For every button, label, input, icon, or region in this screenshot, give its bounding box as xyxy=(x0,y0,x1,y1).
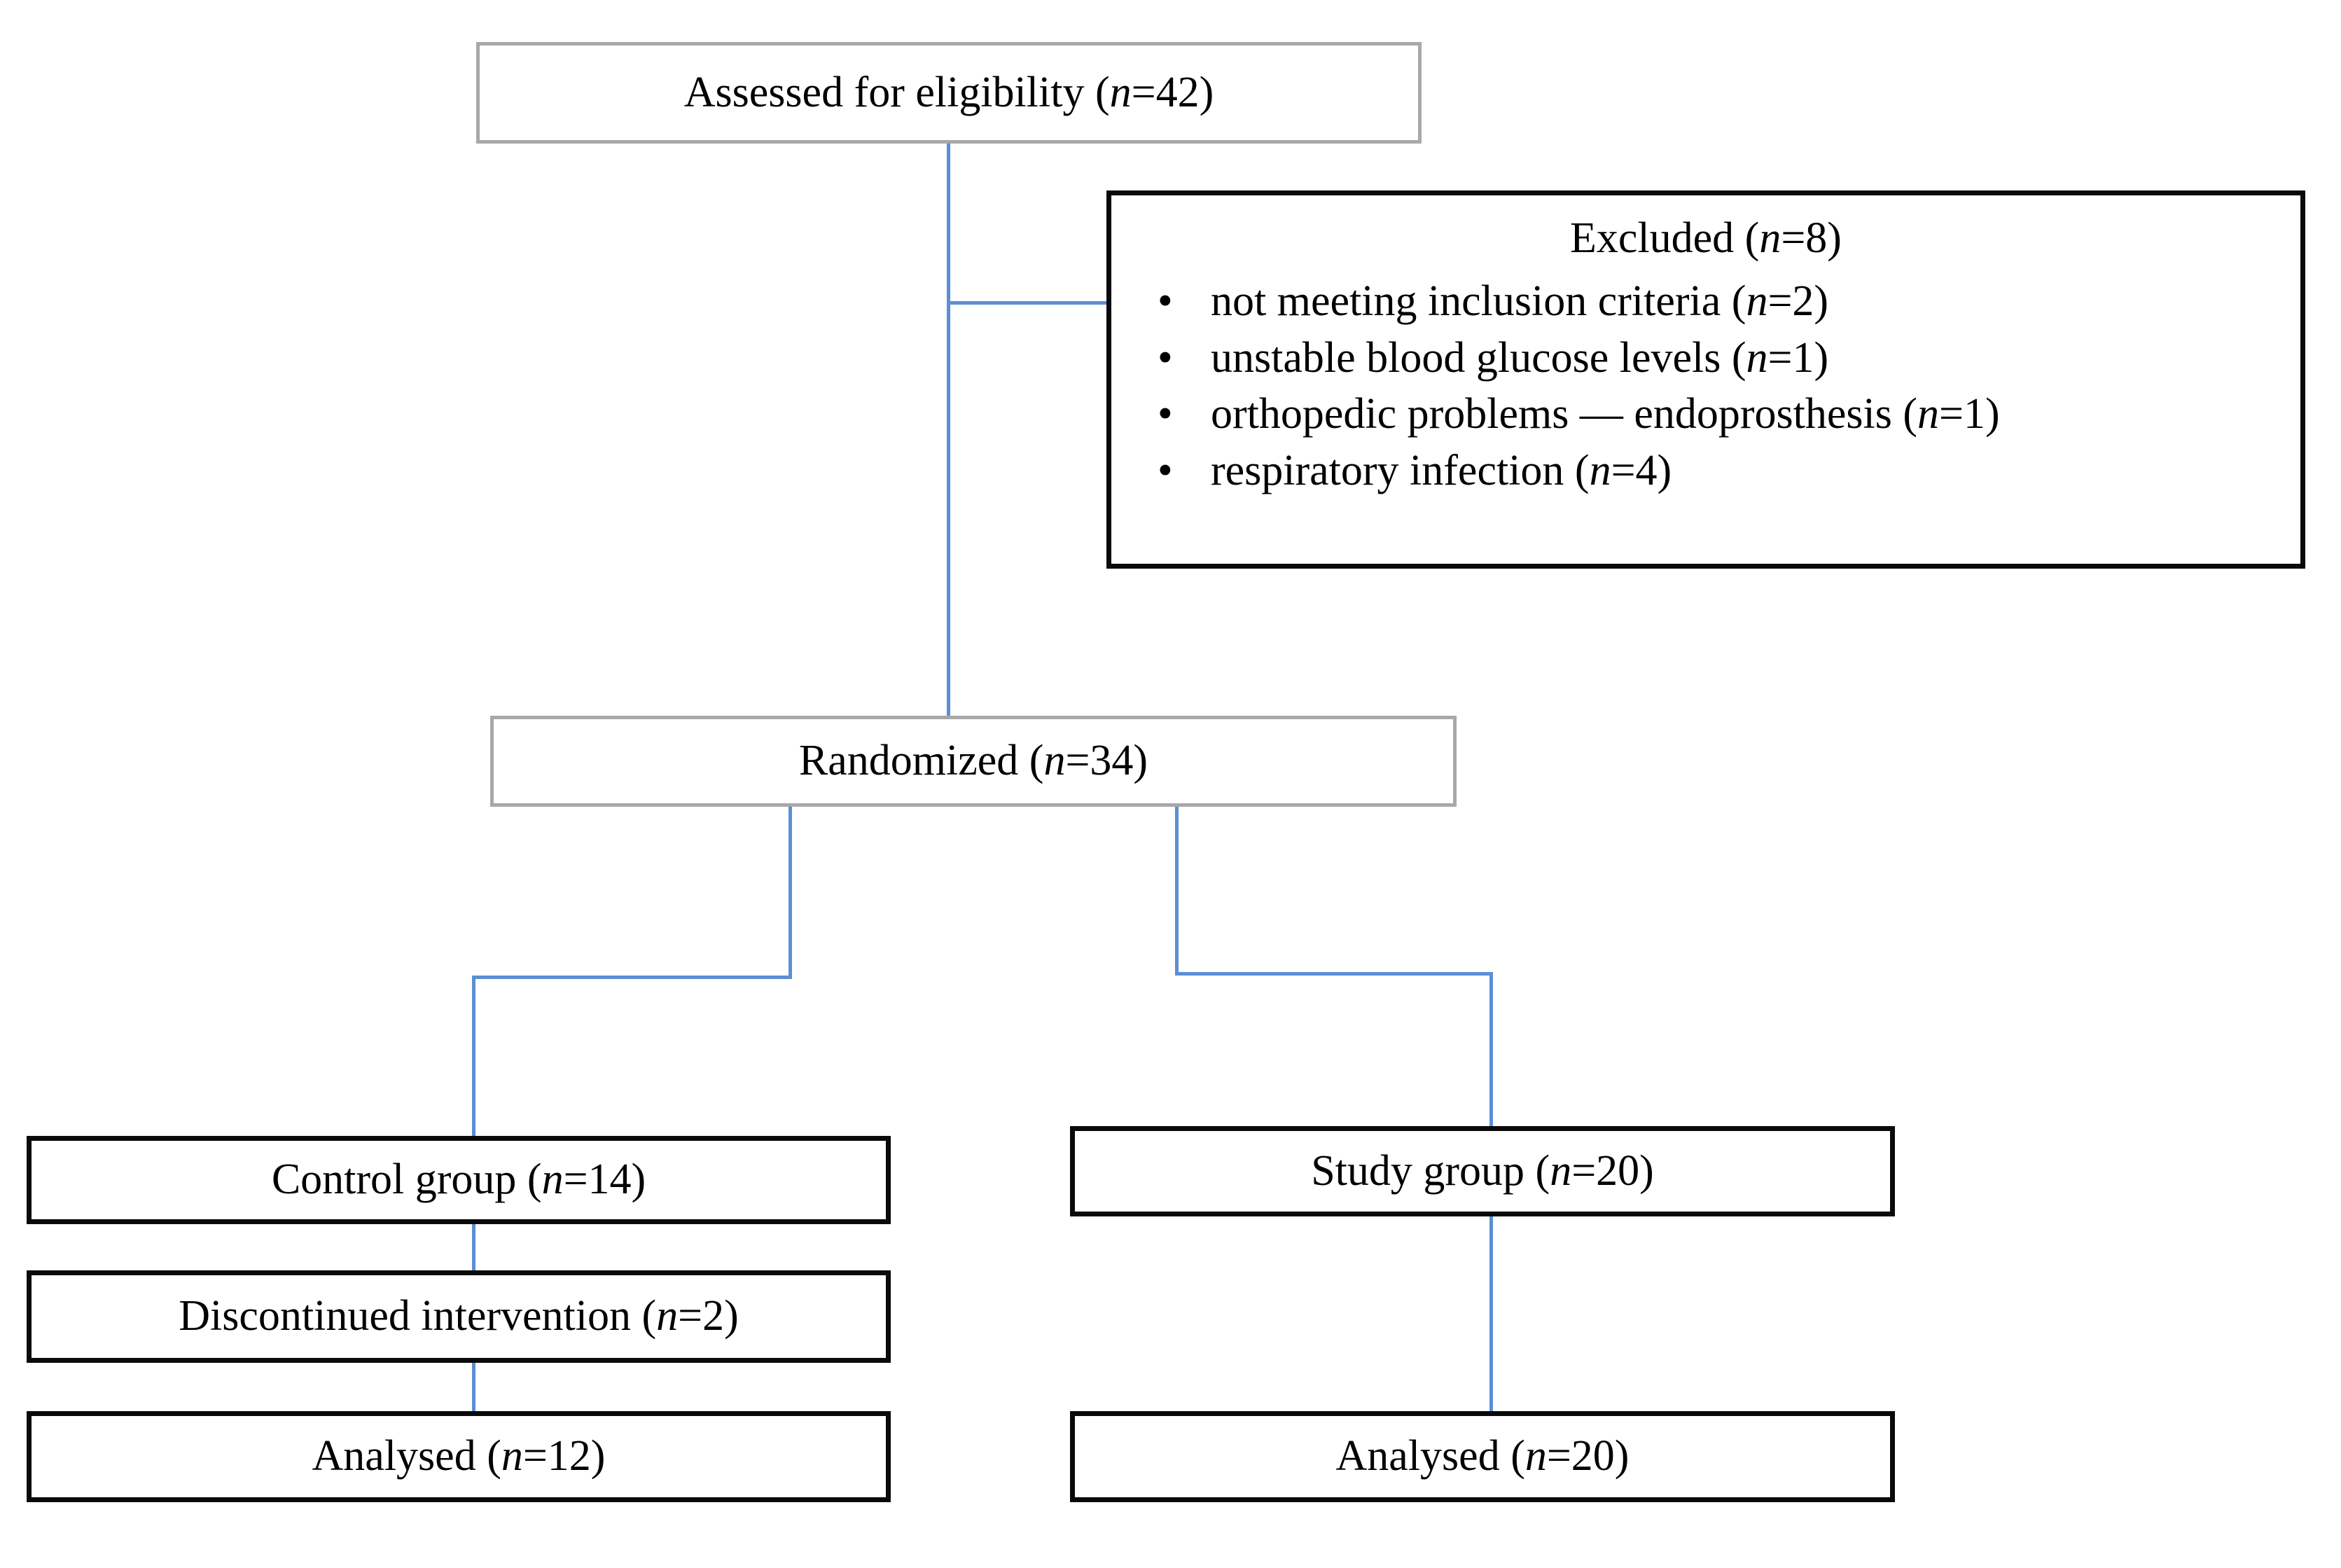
node-assessed-label: Assessed for eligibility (n=42) xyxy=(684,68,1214,118)
excluded-item-1-prefix: unstable blood glucose levels ( xyxy=(1211,333,1746,382)
node-randomized-label: Randomized (n=34) xyxy=(799,736,1148,786)
study-group-n-symbol: n xyxy=(1550,1146,1572,1195)
study-group-text-prefix: Study group ( xyxy=(1311,1146,1550,1195)
excluded-title-prefix: Excluded ( xyxy=(1570,214,1760,262)
node-analysed-study: Analysed (n=20) xyxy=(1070,1411,1895,1502)
randomized-n-value: =34) xyxy=(1065,737,1148,785)
analysed-control-n-symbol: n xyxy=(501,1432,523,1480)
bullet-icon: • xyxy=(1158,333,1173,382)
study-group-n-value: =20) xyxy=(1571,1146,1654,1195)
excluded-reason-list: •not meeting inclusion criteria (n=2) •u… xyxy=(1135,273,2277,499)
control-group-text-prefix: Control group ( xyxy=(271,1156,542,1204)
discontinued-n-value: =2) xyxy=(678,1292,739,1340)
connector-right-branch-to-study-group xyxy=(1489,972,1493,1130)
randomized-text-prefix: Randomized ( xyxy=(798,737,1044,785)
connector-randomized-left-down xyxy=(789,805,792,979)
excluded-list-item: • orthopedic problems — endoprosthesis (n… xyxy=(1152,386,2277,443)
connector-study-to-analysed-study xyxy=(1489,1215,1493,1413)
node-control-group: Control group (n=14) xyxy=(27,1136,891,1224)
control-group-n-value: =14) xyxy=(563,1156,646,1204)
excluded-list-item: • respiratory infection (n=4) xyxy=(1152,443,2277,499)
connector-randomized-left-across xyxy=(472,976,792,979)
assessed-n-symbol: n xyxy=(1109,68,1132,116)
analysed-study-text-prefix: Analysed ( xyxy=(1335,1432,1525,1480)
connector-control-to-discontinued xyxy=(472,1222,475,1271)
analysed-control-n-value: =12) xyxy=(522,1432,606,1480)
excluded-item-3-prefix: respiratory infection ( xyxy=(1211,446,1590,494)
excluded-item-1-suffix: =1) xyxy=(1767,333,1829,382)
excluded-title-n-symbol: n xyxy=(1759,214,1781,262)
excluded-item-0-n-symbol: n xyxy=(1746,277,1768,325)
node-analysed-study-label: Analysed (n=20) xyxy=(1336,1431,1630,1481)
assessed-text-prefix: Assessed for eligibility ( xyxy=(683,68,1110,116)
connector-randomized-right-across xyxy=(1175,972,1493,976)
node-assessed-for-eligibility: Assessed for eligibility (n=42) xyxy=(476,42,1422,144)
connector-assessed-to-excluded xyxy=(947,301,1109,305)
excluded-item-0-suffix: =2) xyxy=(1767,277,1829,325)
analysed-control-text-prefix: Analysed ( xyxy=(312,1432,501,1480)
excluded-item-1-n-symbol: n xyxy=(1746,333,1768,382)
bullet-icon: • xyxy=(1158,277,1173,325)
node-randomized: Randomized (n=34) xyxy=(490,716,1457,807)
node-control-group-label: Control group (n=14) xyxy=(272,1155,646,1205)
node-discontinued-intervention: Discontinued intervention (n=2) xyxy=(27,1270,891,1363)
excluded-list-item: • not meeting inclusion criteria (n=2) xyxy=(1152,273,2277,330)
analysed-study-n-value: =20) xyxy=(1546,1432,1630,1480)
node-analysed-control: Analysed (n=12) xyxy=(27,1411,891,1502)
node-analysed-control-label: Analysed (n=12) xyxy=(312,1431,606,1481)
node-study-group-label: Study group (n=20) xyxy=(1311,1146,1654,1196)
node-excluded: Excluded (n=8) •not meeting inclusion cr… xyxy=(1106,190,2305,569)
discontinued-text-prefix: Discontinued intervention ( xyxy=(179,1292,657,1340)
connector-assessed-to-randomized xyxy=(947,143,950,719)
excluded-item-2-prefix: orthopedic problems — endoprosthesis ( xyxy=(1211,390,1918,438)
excluded-title-suffix: =8) xyxy=(1781,214,1842,262)
excluded-item-2-suffix: =1) xyxy=(1939,390,2000,438)
excluded-item-0-prefix: not meeting inclusion criteria ( xyxy=(1211,277,1746,325)
node-study-group: Study group (n=20) xyxy=(1070,1126,1895,1216)
discontinued-n-symbol: n xyxy=(656,1292,679,1340)
node-discontinued-label: Discontinued intervention (n=2) xyxy=(179,1291,738,1341)
excluded-item-3-suffix: =4) xyxy=(1611,446,1672,494)
assessed-n-value: =42) xyxy=(1131,68,1214,116)
excluded-item-2-n-symbol: n xyxy=(1917,390,1940,438)
bullet-icon: • xyxy=(1158,446,1173,494)
excluded-list-item: • unstable blood glucose levels (n=1) xyxy=(1152,330,2277,387)
randomized-n-symbol: n xyxy=(1043,737,1066,785)
connector-left-branch-to-control-group xyxy=(472,976,475,1141)
analysed-study-n-symbol: n xyxy=(1524,1432,1547,1480)
connector-randomized-right-down xyxy=(1175,805,1179,976)
connector-discontinued-to-analysed-control xyxy=(472,1362,475,1411)
excluded-title: Excluded (n=8) xyxy=(1135,214,2277,263)
bullet-icon: • xyxy=(1158,390,1173,438)
excluded-item-3-n-symbol: n xyxy=(1589,446,1611,494)
control-group-n-symbol: n xyxy=(541,1156,564,1204)
